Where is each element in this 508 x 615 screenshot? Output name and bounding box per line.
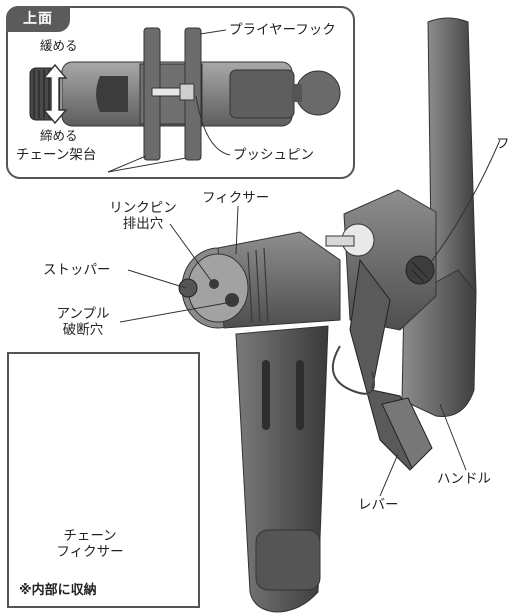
label-push-pin: プッシュピン xyxy=(233,147,314,163)
label-cutoff-right: フ xyxy=(496,136,508,152)
top-view-drawing xyxy=(29,27,341,173)
storage-inset xyxy=(7,352,200,608)
label-link-pin-line1: リンクピン xyxy=(109,200,177,216)
main-tool-drawing xyxy=(119,17,501,613)
label-fixer: フィクサー xyxy=(202,190,270,206)
label-ampoule-line2: 破断穴 xyxy=(62,322,104,338)
label-plier-hook: プライヤーフック xyxy=(229,22,336,38)
top-view-tag: 上面 xyxy=(6,6,70,32)
label-ampoule-line1: アンプル xyxy=(56,306,110,322)
label-chain-fixer-line1: チェーン xyxy=(63,528,117,544)
label-tighten: 締める xyxy=(40,128,78,143)
label-stopper: ストッパー xyxy=(43,262,111,278)
top-view-inset xyxy=(6,6,355,179)
label-chain-fixer-line2: フィクサー xyxy=(56,544,124,560)
label-lever: レバー xyxy=(358,497,399,513)
label-chain-stand: チェーン架台 xyxy=(16,147,97,163)
storage-note: ※内部に収納 xyxy=(19,583,97,598)
label-handle: ハンドル xyxy=(437,471,491,487)
label-loosen: 緩める xyxy=(40,38,78,53)
label-link-pin-line2: 排出穴 xyxy=(122,216,164,232)
